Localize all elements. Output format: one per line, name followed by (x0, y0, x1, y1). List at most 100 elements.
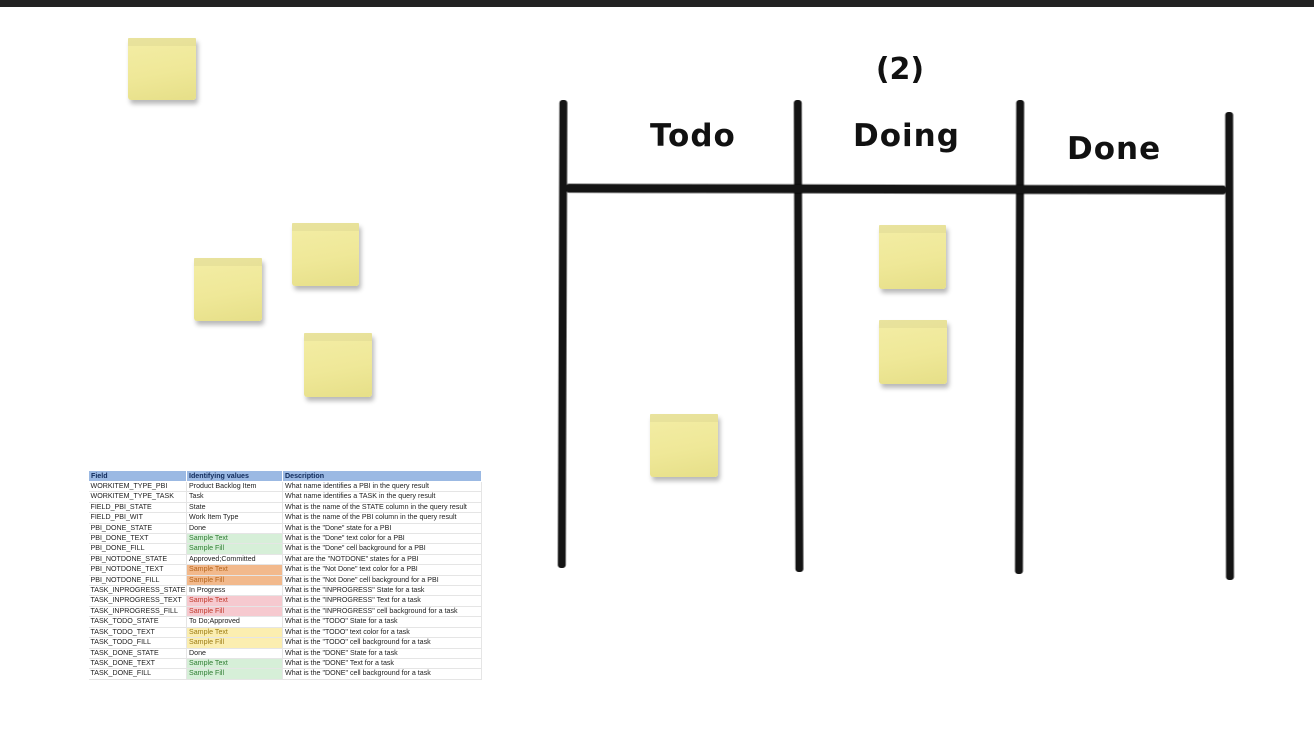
cell-identifying-value: Task (186, 491, 283, 503)
cell-description: What is the "TODO" cell background for a… (282, 637, 482, 649)
cell-description: What is the "TODO" text color for a task (282, 627, 482, 639)
cell-description: What is the "INPROGRESS" Text for a task (282, 595, 482, 607)
cell-description: What is the "Done" state for a PBI (282, 523, 482, 535)
cell-identifying-value: To Do;Approved (186, 616, 283, 628)
cell-field: PBI_NOTDONE_FILL (88, 575, 187, 587)
sticky-note-todo[interactable] (650, 414, 718, 477)
cell-field: TASK_DONE_FILL (88, 668, 187, 680)
cell-field: PBI_NOTDONE_STATE (88, 554, 187, 566)
sticky-note-doing[interactable] (879, 225, 946, 289)
cell-description: What are the "NOTDONE" states for a PBI (282, 554, 482, 566)
cell-identifying-value: Sample Text (186, 564, 283, 576)
cell-description: What is the "TODO" State for a task (282, 616, 482, 628)
cell-field: TASK_INPROGRESS_STATE (88, 585, 187, 597)
cell-field: WORKITEM_TYPE_PBI (88, 481, 187, 493)
sticky-note[interactable] (194, 258, 262, 321)
top-bar (0, 0, 1314, 7)
cell-identifying-value: Work Item Type (186, 512, 283, 524)
cell-description: What is the "Done" cell background for a… (282, 543, 482, 555)
cell-field: TASK_DONE_TEXT (88, 658, 187, 670)
cell-field: FIELD_PBI_WIT (88, 512, 187, 524)
cell-identifying-value: Sample Text (186, 627, 283, 639)
cell-field: TASK_TODO_FILL (88, 637, 187, 649)
sticky-note[interactable] (292, 223, 359, 286)
cell-field: TASK_DONE_STATE (88, 648, 187, 659)
cell-field: WORKITEM_TYPE_TASK (88, 491, 187, 503)
cell-identifying-value: Product Backlog Item (186, 481, 283, 493)
header-identifying-values: Identifying values (186, 470, 283, 482)
sticky-note[interactable] (128, 38, 196, 100)
cell-identifying-value: Done (186, 648, 283, 659)
cell-field: PBI_NOTDONE_TEXT (88, 564, 187, 576)
board-divider-doing-done (1015, 99, 1024, 575)
header-description: Description (282, 470, 482, 482)
cell-description: What is the "Not Done" text color for a … (282, 564, 482, 576)
cell-identifying-value: Sample Text (186, 658, 283, 670)
table-header-row: Field Identifying values Description (88, 470, 482, 482)
board-divider-todo-doing (794, 99, 803, 573)
board-header-line (565, 184, 1227, 194)
cell-description: What is the "INPROGRESS" cell background… (282, 606, 482, 618)
sticky-note[interactable] (304, 333, 372, 397)
cell-identifying-value: Sample Fill (186, 575, 283, 587)
board-right-border (1225, 111, 1234, 581)
cell-description: What name identifies a PBI in the query … (282, 481, 482, 493)
cell-field: TASK_TODO_TEXT (88, 627, 187, 639)
cell-identifying-value: Sample Fill (186, 606, 283, 618)
cell-identifying-value: Sample Text (186, 533, 283, 545)
cell-identifying-value: In Progress (186, 585, 283, 597)
cell-description: What is the "DONE" State for a task (282, 648, 482, 659)
cell-identifying-value: Sample Fill (186, 637, 283, 649)
board-left-border (558, 99, 567, 569)
cell-identifying-value: Sample Fill (186, 543, 283, 555)
cell-description: What is the name of the STATE column in … (282, 502, 482, 514)
column-header-doing: Doing (853, 118, 960, 154)
cell-description: What is the "Done" text color for a PBI (282, 533, 482, 545)
cell-field: PBI_DONE_TEXT (88, 533, 187, 545)
cell-description: What is the "DONE" Text for a task (282, 658, 482, 670)
cell-description: What is the "Not Done" cell background f… (282, 575, 482, 587)
column-header-todo: Todo (650, 118, 736, 154)
board-number-label: (2) (875, 52, 925, 87)
cell-field: PBI_DONE_FILL (88, 543, 187, 555)
config-table: Field Identifying values Description WOR… (88, 470, 482, 680)
cell-description: What is the "DONE" cell background for a… (282, 668, 482, 680)
column-header-done: Done (1067, 131, 1162, 167)
cell-description: What name identifies a TASK in the query… (282, 491, 482, 503)
cell-identifying-value: Sample Text (186, 595, 283, 607)
cell-identifying-value: Sample Fill (186, 668, 283, 680)
cell-field: PBI_DONE_STATE (88, 523, 187, 535)
cell-description: What is the "INPROGRESS" State for a tas… (282, 585, 482, 597)
cell-field: FIELD_PBI_STATE (88, 502, 187, 514)
cell-description: What is the name of the PBI column in th… (282, 512, 482, 524)
header-field: Field (88, 470, 187, 482)
cell-identifying-value: State (186, 502, 283, 514)
cell-field: TASK_TODO_STATE (88, 616, 187, 628)
cell-identifying-value: Done (186, 523, 283, 535)
cell-field: TASK_INPROGRESS_TEXT (88, 595, 187, 607)
cell-field: TASK_INPROGRESS_FILL (88, 606, 187, 618)
cell-identifying-value: Approved;Committed (186, 554, 283, 566)
sticky-note-doing[interactable] (879, 320, 947, 384)
